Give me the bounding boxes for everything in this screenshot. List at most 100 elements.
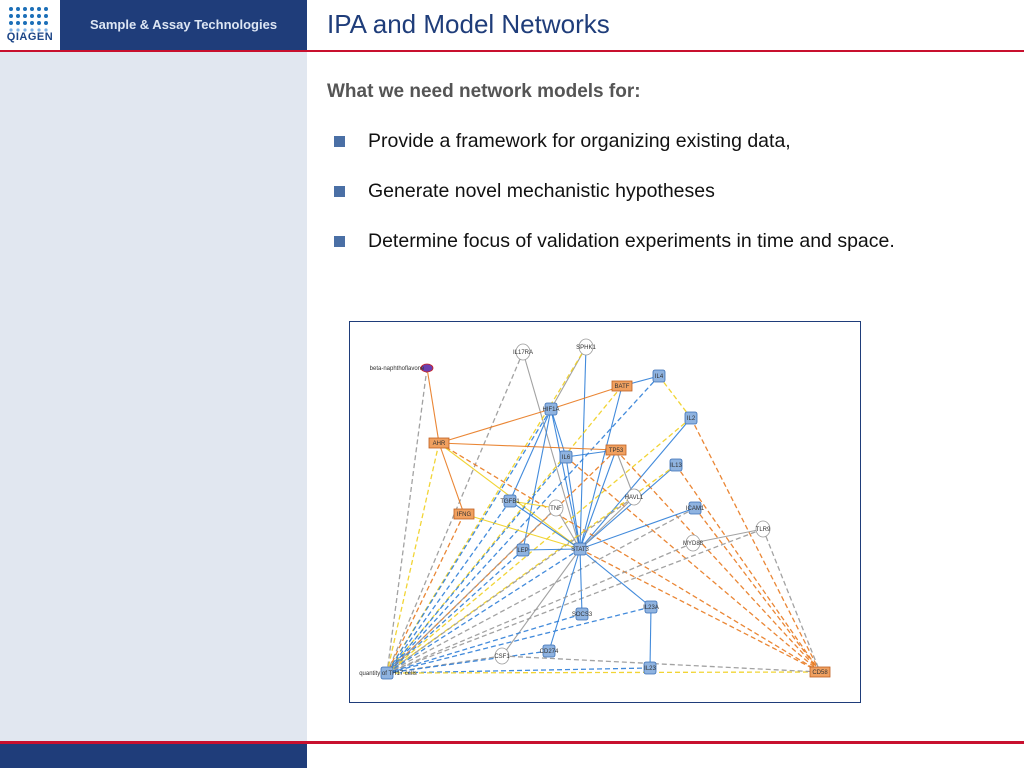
network-edge [550,385,623,410]
bullet-text: Determine focus of validation experiment… [368,230,895,252]
network-node-label: beta-naphthoflavone [370,366,425,372]
network-node: IL13 [669,458,682,472]
network-edge [386,375,660,674]
page-title: IPA and Model Networks [327,9,610,39]
network-edge [386,385,623,674]
network-edge [579,548,652,608]
network-node-label: IL17RA [513,350,533,356]
network-edge [386,456,567,674]
network-node-label: IFNG [457,512,472,518]
network-edge [762,528,821,673]
network-node: IL6 [559,450,573,464]
network-edge [386,351,524,674]
network-node: SPHK1 [576,338,596,356]
network-edge [386,549,524,674]
network-edge [386,613,583,675]
network-node-label: LEP [517,548,528,554]
bullet-item: Generate novel mechanistic hypotheses [334,178,895,228]
bullet-item: Provide a framework for organizing exist… [334,128,895,178]
network-edge [386,650,550,675]
network-edge [386,507,696,674]
network-node: IL23A [643,600,659,614]
network-node: TLR9 [755,520,771,538]
network-node-shape [542,644,556,658]
network-node-label: CD58 [812,670,828,676]
network-node: LEP [516,543,530,557]
network-edge [386,417,692,674]
network-node-shape [515,343,531,361]
network-node: ICAM1 [686,501,705,515]
network-node: IL4 [652,369,666,383]
network-node: IL2 [684,411,698,425]
network-node: IL23 [643,661,656,675]
network-node-shape [644,600,658,614]
logo-dots-icon [9,7,48,32]
bullet-text: Provide a framework for organizing exist… [368,130,791,152]
qiagen-logo: QIAGEN [0,0,60,50]
network-edge [550,408,568,458]
network-node-label: IL13 [670,463,682,469]
network-edge [386,667,651,676]
network-node: BATF [611,380,633,392]
network-node-shape [578,338,594,356]
network-node: quantity of TH17 cells [359,666,417,680]
network-node: HAVL1 [625,488,644,506]
network-edge [547,548,581,652]
network-edge [509,500,557,510]
network-node: SOCS3 [572,607,593,621]
network-edge [509,500,581,550]
network-node: AHR [428,437,450,449]
network-edge [386,669,821,675]
left-panel [0,52,307,741]
network-node: TNF [548,499,564,517]
network-node-shape [652,369,666,383]
bullet-item: Determine focus of validation experiment… [334,228,895,278]
network-node-shape [684,411,698,425]
network-node: CD58 [809,666,831,678]
network-edge [550,408,582,550]
network-node-label: IL6 [562,455,571,461]
network-node-shape [503,494,517,508]
network-edge [438,442,821,673]
network-node-shape [575,607,589,621]
network-edge [386,606,652,675]
network-edge [615,449,635,498]
bullet-text: Generate novel mechanistic hypotheses [368,180,715,202]
network-edge [386,507,557,674]
footer-bar [0,744,307,768]
network-node-shape [428,437,450,449]
network-edge [501,655,821,675]
network-node-shape [453,508,475,520]
network-edge [463,513,581,551]
network-node: HIF1A [542,402,560,416]
network-node-label: IL4 [655,374,664,380]
network-node-shape [688,501,702,515]
network-edge [521,408,552,551]
network-edge [438,442,465,515]
network-node-label: MYD88 [683,541,704,547]
tagline: Sample & Assay Technologies [89,17,278,32]
network-edge [501,548,581,657]
network-edge [692,528,764,545]
network-node-shape [685,534,701,552]
network-edge [577,346,587,550]
network-node-label: SOCS3 [572,612,593,618]
network-edge [386,496,635,674]
network-node-label: HAVL1 [625,495,644,501]
network-edge [578,385,623,550]
network-edge [615,449,821,673]
network-edge [386,500,511,674]
network-node-label: IL23A [643,605,659,611]
network-node-label: BATF [615,384,630,390]
network-edge [386,449,617,674]
network-edge [579,548,821,673]
network-edge [647,606,653,669]
network-edge [509,408,552,502]
network-edge [384,367,428,674]
network-node-label: IL23 [644,666,656,672]
network-edge [694,507,821,673]
network-node: TGFB1 [500,494,520,508]
bullet-square-icon [334,136,345,147]
